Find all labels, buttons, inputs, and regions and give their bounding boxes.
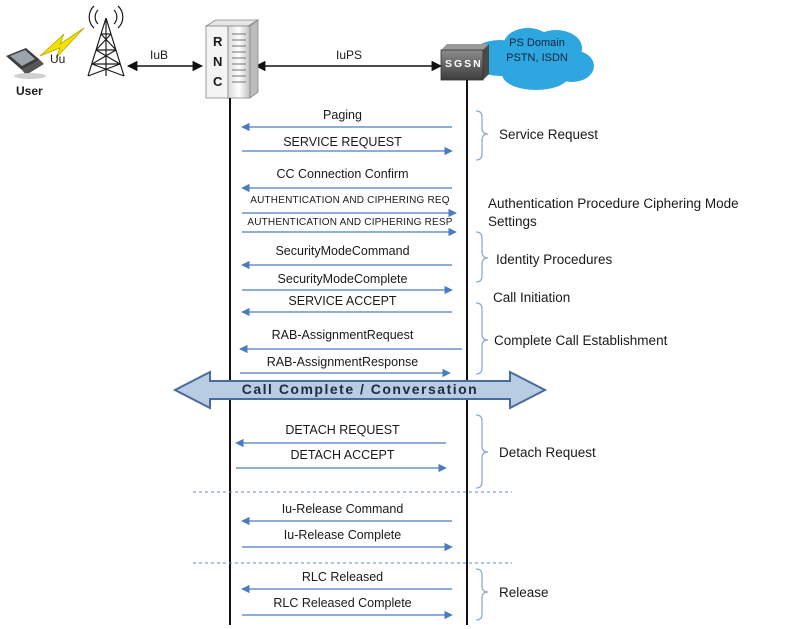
message-label: Iu-Release Command: [281, 502, 404, 516]
call-complete-banner-arrow: [172, 370, 548, 410]
iups-label: IuPS: [336, 48, 363, 62]
sgsn-label: SGSN: [445, 58, 483, 70]
phase-label-service-request: Service Request: [499, 127, 599, 142]
message-label: Paging: [323, 108, 362, 122]
brace: [475, 302, 489, 375]
message-label: RLC Released: [301, 570, 384, 584]
phase-label-detach: Detach Request: [499, 445, 596, 460]
phase-label-auth-line1: Authentication Procedure Ciphering Mode: [488, 196, 739, 211]
user-label: User: [16, 84, 43, 98]
message-label: Iu-Release Complete: [283, 528, 402, 542]
phase-label-auth-line2: Settings: [488, 214, 537, 229]
message-label: RAB-AssignmentRequest: [271, 328, 414, 342]
message-label: DETACH REQUEST: [285, 423, 400, 437]
brace: [475, 110, 489, 161]
laptop-icon: [6, 48, 46, 79]
phase-label-call-initiation: Call Initiation: [493, 290, 571, 305]
phase-label-identity: Identity Procedures: [496, 252, 613, 267]
brace: [475, 231, 489, 283]
message-label: DETACH ACCEPT: [290, 448, 395, 462]
cloud-label-line1: PS Domain: [509, 37, 565, 49]
rnc-server-icon: [204, 19, 260, 99]
wireless-link-icon: [39, 27, 85, 59]
message-label: SERVICE REQUEST: [283, 135, 402, 149]
message-label: RLC Released Complete: [273, 596, 412, 610]
message-label: AUTHENTICATION AND CIPHERING RESP: [247, 217, 453, 228]
cloud-label-line2: PSTN, ISDN: [506, 52, 568, 64]
message-label: SecurityModeComplete: [277, 272, 408, 286]
rnc-label-c: C: [213, 74, 223, 89]
phase-label-release: Release: [499, 585, 549, 600]
message-label: SERVICE ACCEPT: [288, 294, 397, 308]
brace: [475, 414, 489, 489]
uu-label: Uu: [50, 52, 66, 66]
sgsn-node-icon: [440, 44, 489, 81]
cell-tower-icon: [87, 5, 125, 77]
message-label: SecurityModeCommand: [275, 244, 410, 258]
rnc-label-r: R: [213, 34, 223, 49]
phase-label-complete-call: Complete Call Establishment: [494, 333, 668, 348]
rnc-label-n: N: [213, 54, 223, 69]
message-label: RAB-AssignmentResponse: [266, 355, 419, 369]
message-label: CC Connection Confirm: [276, 167, 409, 181]
iub-label: IuB: [150, 48, 169, 62]
call-complete-banner-label: Call Complete / Conversation: [241, 381, 479, 397]
message-label: AUTHENTICATION AND CIPHERING REQ: [250, 195, 450, 206]
brace: [475, 568, 489, 621]
